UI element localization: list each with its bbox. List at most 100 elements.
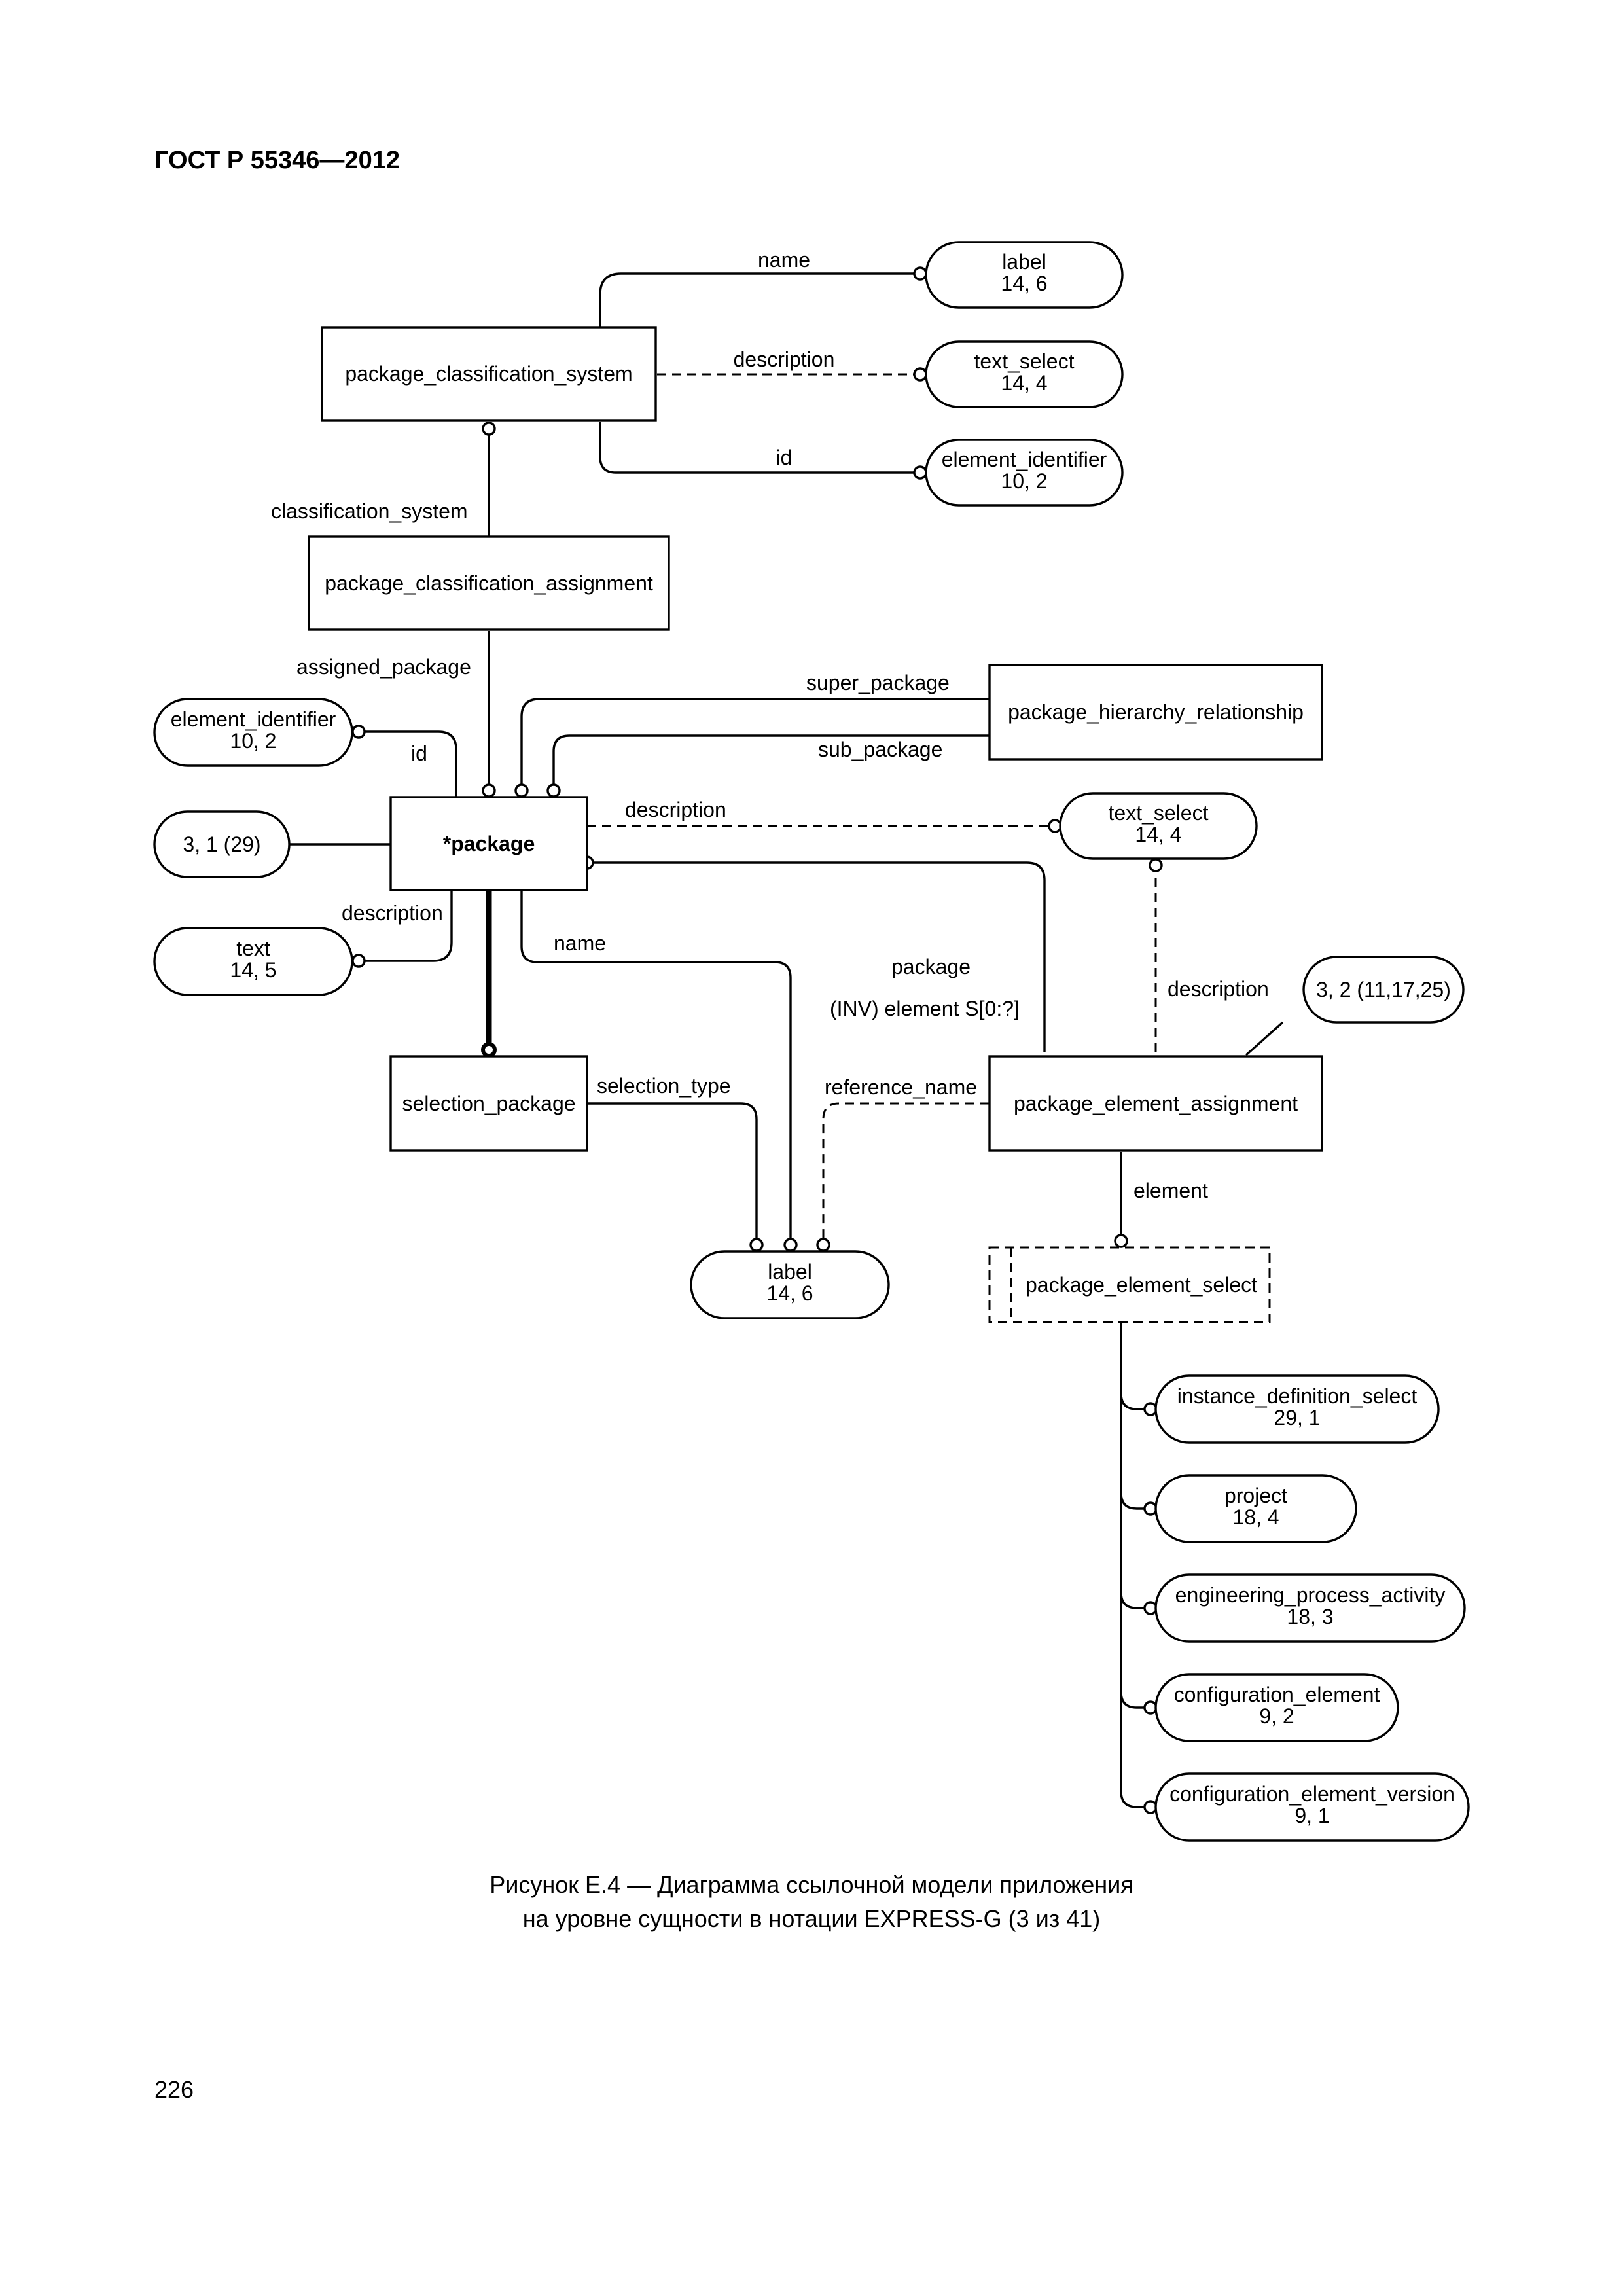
ref-element-identifier-top: element_identifier 10, 2 <box>925 439 1124 507</box>
attr-assigned-package: assigned_package <box>296 655 471 679</box>
relation-name-pkg-line <box>520 890 792 1240</box>
relation-end-circle <box>546 783 561 798</box>
relation-end-circle <box>913 465 927 480</box>
svg-text:label: label <box>1002 250 1046 274</box>
attr-super-package: super_package <box>806 671 950 694</box>
svg-text:package_hierarchy_relationship: package_hierarchy_relationship <box>1008 700 1304 724</box>
entity-package-classification-assignment: package_classification_assignment <box>308 535 670 631</box>
svg-text:9, 2: 9, 2 <box>1259 1704 1294 1728</box>
relation-end-circle <box>783 1238 798 1252</box>
ref-project: project 18, 4 <box>1154 1474 1357 1543</box>
svg-text:14, 5: 14, 5 <box>230 958 276 982</box>
select-package-element-select: package_element_select <box>988 1246 1271 1323</box>
select-branch <box>1120 1691 1145 1709</box>
select-branch <box>1120 1592 1145 1609</box>
entity-package-hierarchy-relationship: package_hierarchy_relationship <box>988 664 1323 761</box>
ref-page-3-2: 3, 2 (11,17,25) <box>1302 956 1465 1024</box>
relation-end-circle <box>351 954 366 968</box>
attr-description-top: description <box>734 348 835 371</box>
svg-text:configuration_element_version: configuration_element_version <box>1169 1782 1455 1806</box>
svg-text:18, 4: 18, 4 <box>1232 1505 1279 1529</box>
ref-page-3-1: 3, 1 (29) <box>153 810 291 878</box>
attr-name-top: name <box>758 248 810 272</box>
svg-text:*package: *package <box>443 832 535 855</box>
svg-text:14, 4: 14, 4 <box>1001 371 1047 395</box>
attr-name-pkg: name <box>554 931 606 955</box>
relation-selection-type-line <box>587 1102 758 1240</box>
svg-text:element_identifier: element_identifier <box>171 708 336 731</box>
svg-text:18, 3: 18, 3 <box>1287 1605 1333 1628</box>
relation-page-ref2-line <box>1245 1021 1284 1056</box>
svg-text:3, 2 (11,17,25): 3, 2 (11,17,25) <box>1316 978 1451 1001</box>
svg-text:14, 6: 14, 6 <box>1001 272 1047 295</box>
page-number: 226 <box>154 2076 194 2103</box>
entity-package-classification-system: package_classification_system <box>321 326 657 422</box>
document-header: ГОСТ Р 55346—2012 <box>154 147 400 174</box>
relation-end-circle <box>816 1238 830 1252</box>
relation-super-package-line <box>520 698 990 785</box>
attr-id-top: id <box>776 446 793 469</box>
attr-sub-package: sub_package <box>818 738 942 761</box>
attr-description-left: description <box>342 901 443 925</box>
relation-end-circle <box>749 1238 764 1252</box>
supertype-end-circle <box>481 1042 497 1058</box>
svg-text:3, 1 (29): 3, 1 (29) <box>183 833 260 856</box>
svg-text:package_element_select: package_element_select <box>1026 1273 1257 1297</box>
ref-label-top: label 14, 6 <box>925 241 1124 309</box>
svg-text:package_classification_assignm: package_classification_assignment <box>325 571 653 595</box>
entity-package-element-assignment: package_element_assignment <box>988 1055 1323 1152</box>
ref-configuration-element-version: configuration_element_version 9, 1 <box>1154 1772 1470 1842</box>
figure-caption-line1: Рисунок Е.4 — Диаграмма ссылочной модели… <box>490 1871 1133 1898</box>
relation-id-line <box>599 422 915 474</box>
relation-end-circle <box>913 266 927 281</box>
attr-reference-name: reference_name <box>825 1075 977 1099</box>
attr-package-inv: package <box>891 955 971 978</box>
ref-configuration-element: configuration_element 9, 2 <box>1154 1673 1399 1742</box>
svg-text:package_classification_system: package_classification_system <box>345 362 632 386</box>
svg-text:label: label <box>768 1260 812 1283</box>
ref-text-left: text 14, 5 <box>153 927 353 996</box>
ref-text-select-top: text_select 14, 4 <box>925 340 1124 408</box>
ref-instance-definition-select: instance_definition_select 29, 1 <box>1154 1374 1440 1444</box>
relation-name-line <box>599 272 915 329</box>
svg-text:instance_definition_select: instance_definition_select <box>1177 1384 1418 1408</box>
entity-selection-package: selection_package <box>389 1055 588 1152</box>
attr-element: element <box>1133 1179 1208 1202</box>
relation-description-left-line <box>364 890 453 962</box>
attr-id-left: id <box>411 742 427 765</box>
svg-text:selection_package: selection_package <box>402 1092 575 1115</box>
ref-label-bottom: label 14, 6 <box>690 1250 890 1319</box>
ref-engineering-process-activity: engineering_process_activity 18, 3 <box>1154 1573 1466 1643</box>
svg-text:9, 1: 9, 1 <box>1294 1804 1329 1827</box>
relation-end-circle <box>1149 858 1163 872</box>
attr-description-pkg: description <box>625 798 726 821</box>
relation-end-circle <box>913 367 927 382</box>
select-branch <box>1120 1393 1145 1410</box>
attr-classification-system: classification_system <box>271 499 468 523</box>
relation-end-circle <box>351 725 366 739</box>
svg-text:14, 6: 14, 6 <box>766 1282 813 1305</box>
svg-text:29, 1: 29, 1 <box>1274 1406 1320 1429</box>
figure-caption: Рисунок Е.4 — Диаграмма ссылочной модели… <box>0 1868 1623 1936</box>
attr-description-pea: description <box>1168 977 1269 1001</box>
select-branch <box>1120 1492 1145 1510</box>
attr-inv-element: (INV) element S[0:?] <box>830 997 1020 1020</box>
figure-caption-line2: на уровне сущности в нотации EXPRESS-G (… <box>522 1905 1101 1932</box>
relation-sub-package-line <box>552 734 990 785</box>
svg-text:text: text <box>236 937 270 960</box>
attr-selection-type: selection_type <box>597 1074 731 1098</box>
svg-text:14, 4: 14, 4 <box>1135 823 1181 846</box>
relation-package-inv-line <box>592 861 1046 1052</box>
svg-text:project: project <box>1224 1484 1287 1507</box>
svg-text:element_identifier: element_identifier <box>942 448 1107 471</box>
relation-id-left-line <box>364 730 457 797</box>
select-branch-trunk <box>1120 1323 1145 1808</box>
relation-end-circle <box>514 783 529 798</box>
relation-end-circle <box>1114 1234 1128 1248</box>
relation-end-circle <box>482 422 496 436</box>
entity-package: *package <box>389 796 588 891</box>
svg-text:text_select: text_select <box>1109 801 1209 825</box>
svg-text:package_element_assignment: package_element_assignment <box>1014 1092 1298 1115</box>
svg-text:configuration_element: configuration_element <box>1174 1683 1380 1706</box>
svg-text:text_select: text_select <box>974 350 1075 373</box>
